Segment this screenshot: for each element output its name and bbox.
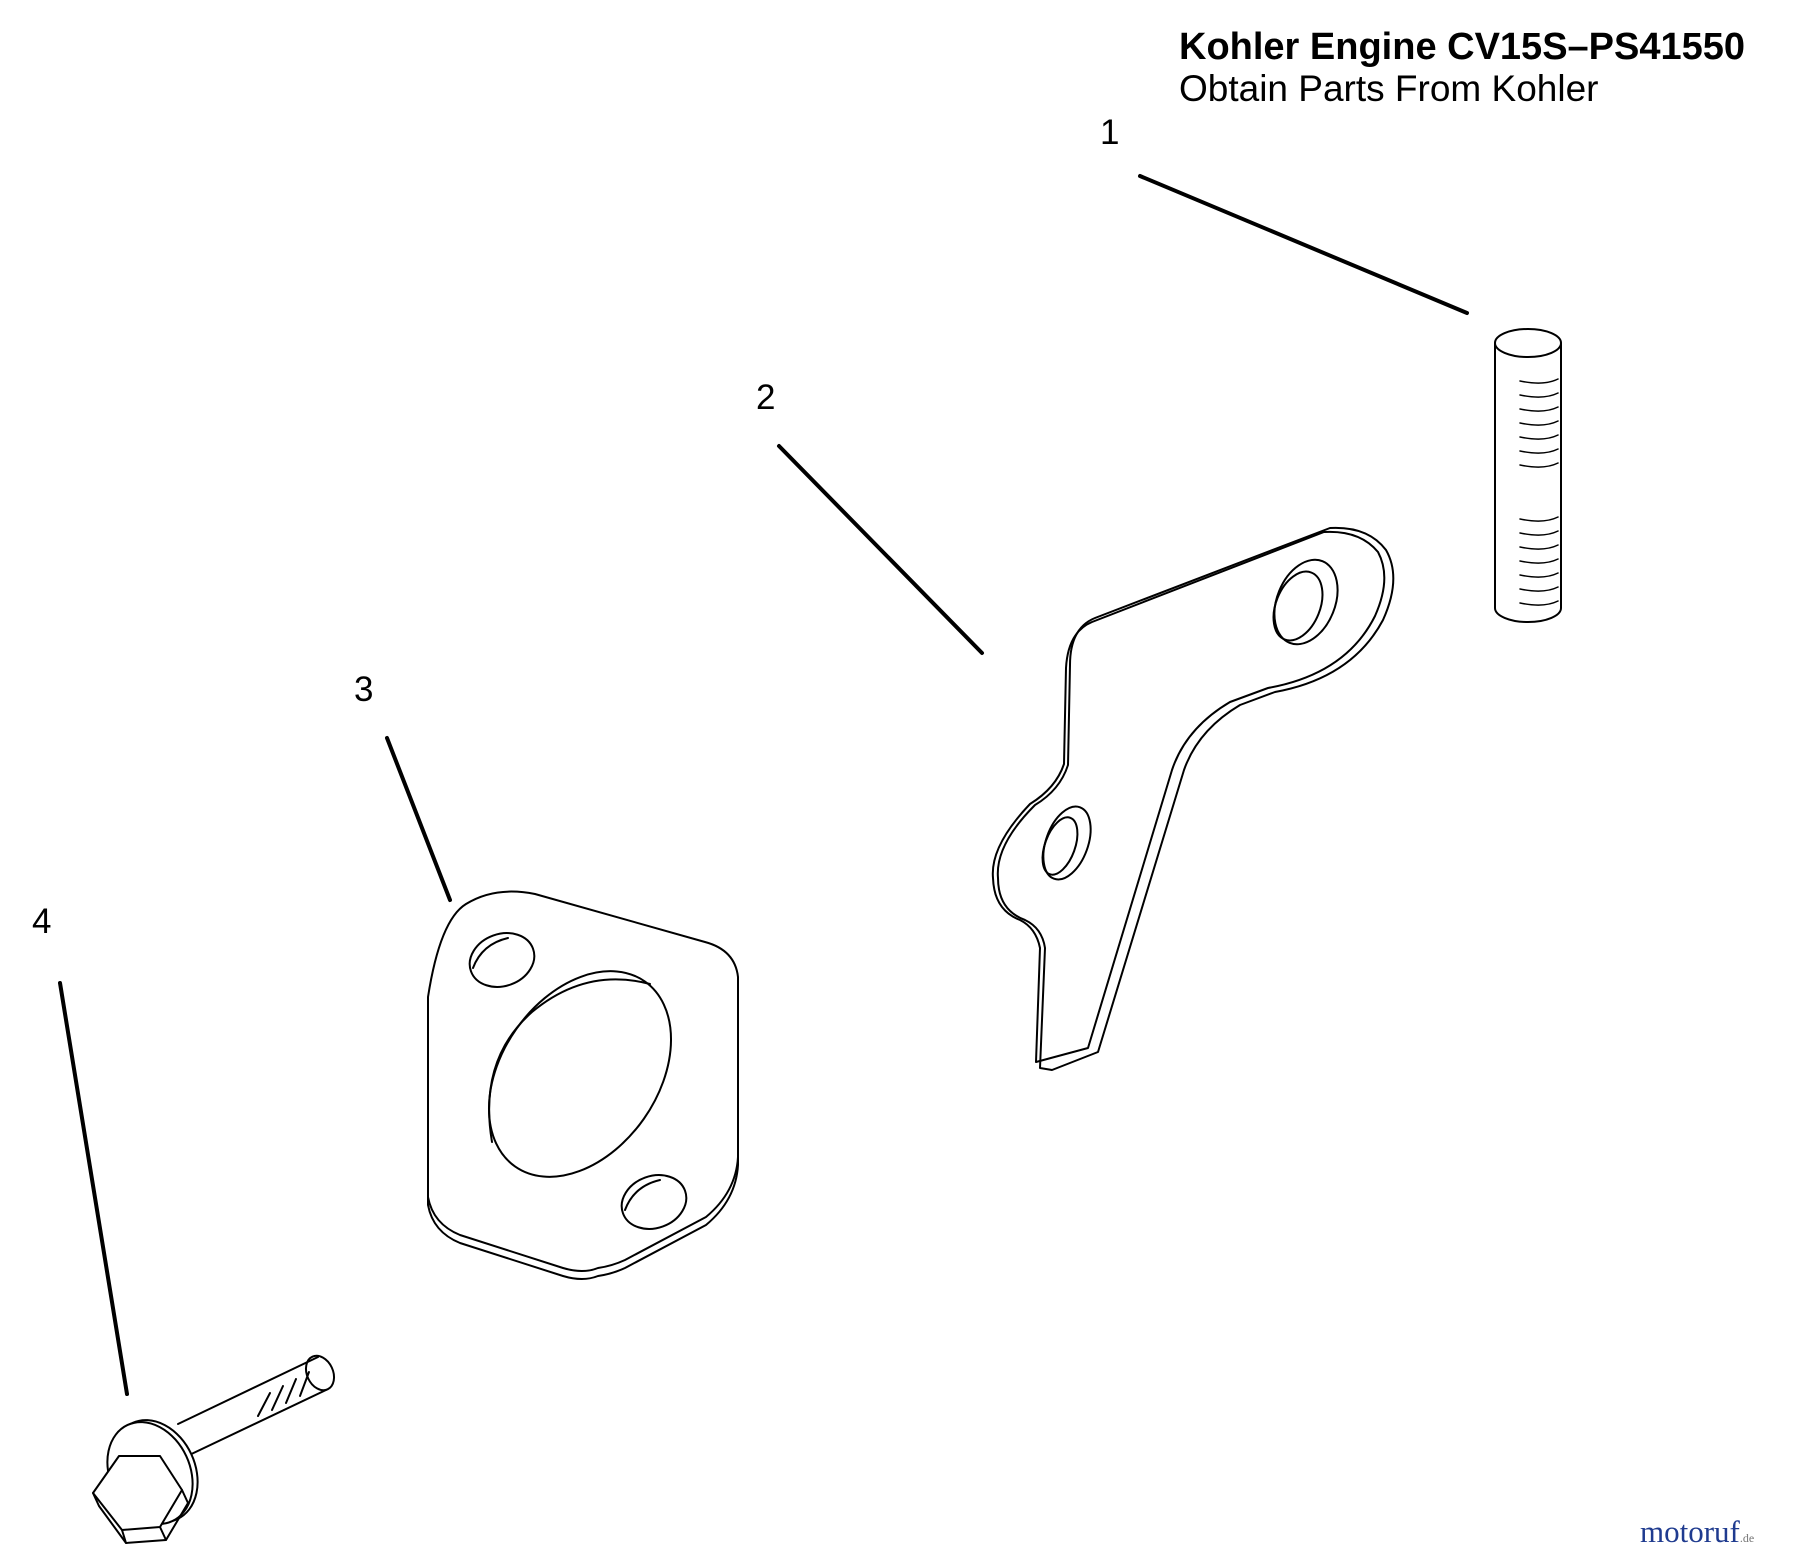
leader-line-1 [1138,174,1469,315]
leader-line-3 [385,736,452,902]
leader-line-4 [58,981,129,1396]
flange-bolt-icon [92,1354,336,1544]
bracket-icon [991,526,1395,1071]
diagram-subtitle: Obtain Parts From Kohler [1179,68,1599,109]
callout-1: 1 [1100,113,1120,152]
leader-line-2 [777,444,984,655]
watermark-name: motoruf [1640,1514,1740,1549]
callout-4: 4 [32,902,52,941]
watermark-logo: motoruf.de [1640,1514,1754,1550]
diagram-title: Kohler Engine CV15S–PS41550 [1179,26,1746,68]
gasket-icon [427,890,739,1280]
callout-3: 3 [354,670,374,709]
watermark-tld: .de [1739,1531,1755,1545]
threaded-stud-icon [1494,328,1562,623]
callout-2: 2 [756,378,776,417]
